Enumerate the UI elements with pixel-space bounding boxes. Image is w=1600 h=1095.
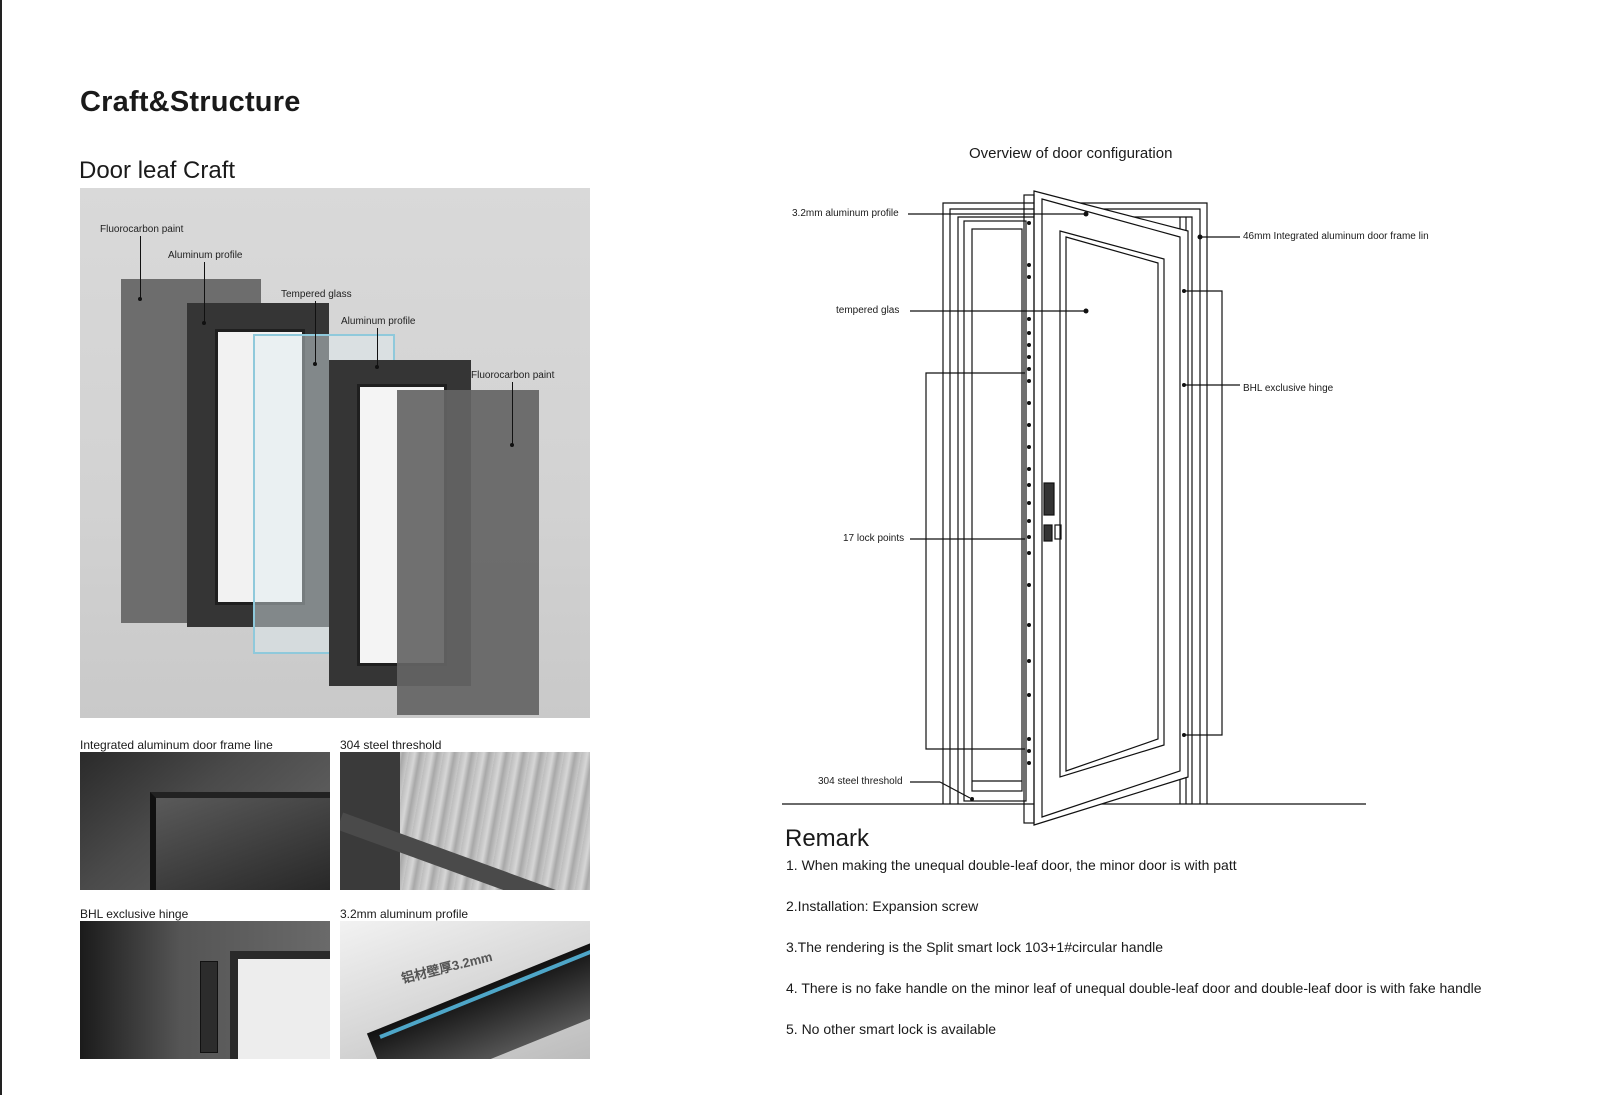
marker-dot: [313, 362, 317, 366]
door-configuration-diagram: [782, 190, 1366, 826]
remark-item-4: 4. There is no fake handle on the minor …: [786, 980, 1482, 996]
remark-title: Remark: [785, 825, 870, 852]
remark-item-2: 2.Installation: Expansion screw: [786, 898, 979, 914]
marker-dot: [202, 321, 206, 325]
label-fluorocarbon-paint-2: Fluorocarbon paint: [471, 370, 555, 381]
lock-strip: [1023, 194, 1035, 824]
remark-item-1: 1. When making the unequal double-leaf d…: [786, 857, 1237, 873]
thumb-label-threshold: 304 steel threshold: [340, 738, 442, 752]
thumb-integrated-frame-line: [80, 752, 330, 890]
thumb-label-hinge: BHL exclusive hinge: [80, 907, 189, 921]
remark-item-5: 5. No other smart lock is available: [786, 1021, 997, 1037]
page-title: Craft&Structure: [80, 86, 301, 118]
page-left-border: [0, 0, 2, 1095]
smart-lock-icon: [1043, 482, 1055, 516]
label-aluminum-profile-2: Aluminum profile: [341, 316, 416, 327]
label-tempered-glass: Tempered glass: [281, 289, 352, 300]
callout-frame-line: 46mm Integrated aluminum door frame lin: [1243, 231, 1429, 242]
door-leaf: [1033, 190, 1189, 826]
label-fluorocarbon-paint-1: Fluorocarbon paint: [100, 224, 184, 235]
thumb-bhl-hinge: [80, 921, 330, 1059]
fluorocarbon-paint-layer-front: [397, 390, 539, 715]
callout-tempered-glass: tempered glas: [836, 305, 900, 316]
marker-dot: [375, 365, 379, 369]
door-leaf-layers-illustration: Fluorocarbon paint Aluminum profile Temp…: [80, 188, 590, 718]
callout-aluminum-profile: 3.2mm aluminum profile: [792, 208, 899, 219]
thumb-label-frame-line: Integrated aluminum door frame line: [80, 738, 273, 752]
section-title-door-leaf-craft: Door leaf Craft: [79, 157, 236, 184]
thumb-aluminum-profile: 铝材壁厚3.2mm: [340, 921, 590, 1059]
door-opening: [963, 220, 1027, 802]
thumb-label-aluminum-profile: 3.2mm aluminum profile: [340, 907, 469, 921]
callout-threshold: 304 steel threshold: [818, 776, 903, 787]
callout-lock-points: 17 lock points: [843, 533, 905, 544]
callout-hinge: BHL exclusive hinge: [1243, 383, 1334, 394]
diagram-title: Overview of door configuration: [969, 145, 1173, 162]
thumb-steel-threshold: [340, 752, 590, 890]
aluminum-profile-frame-back: [187, 303, 329, 627]
hinge-icon: [200, 961, 218, 1053]
marker-dot: [138, 297, 142, 301]
remark-item-3: 3.The rendering is the Split smart lock …: [786, 939, 1164, 955]
label-aluminum-profile-1: Aluminum profile: [168, 250, 243, 261]
lock-points-group: [1027, 221, 1031, 765]
profile-thickness-overlay-text: 铝材壁厚3.2mm: [399, 948, 494, 987]
marker-dot: [510, 443, 514, 447]
door-leaf-glass-panel: [1059, 230, 1165, 778]
